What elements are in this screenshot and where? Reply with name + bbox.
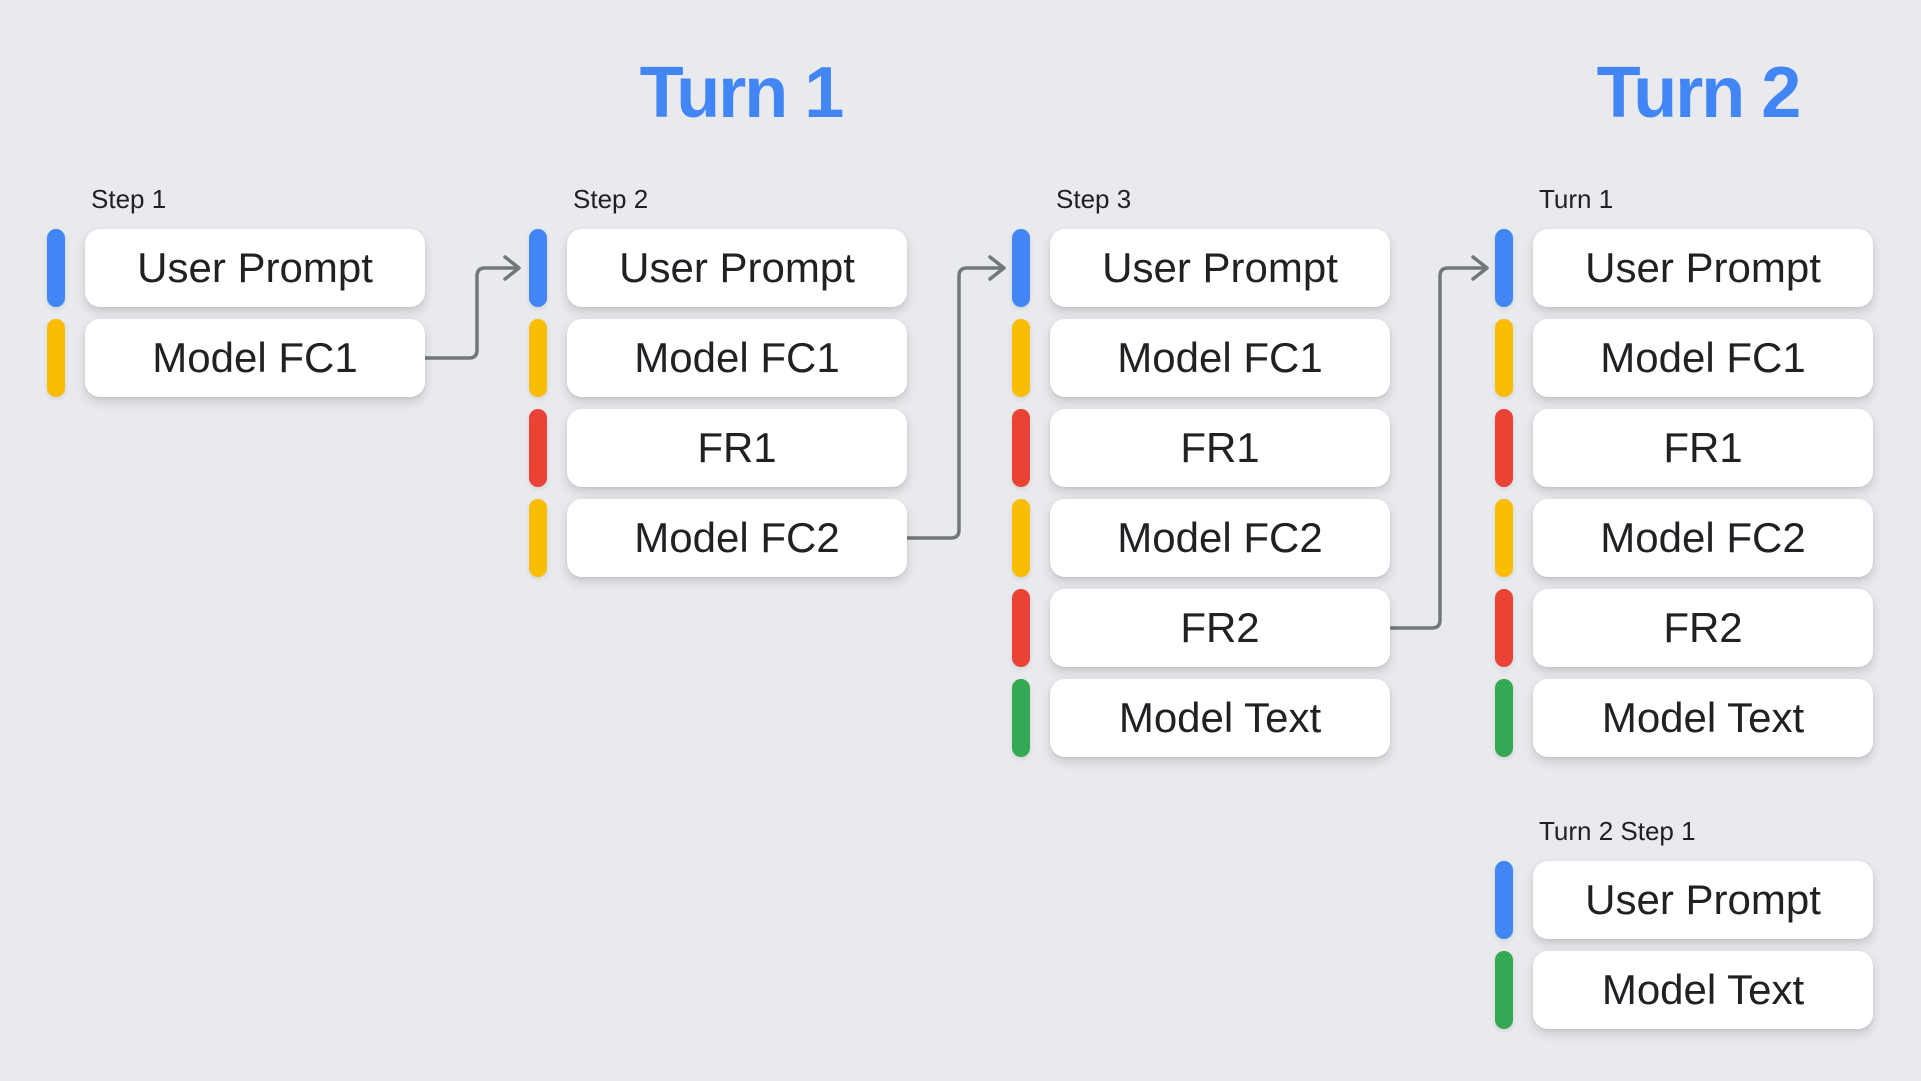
message-row: Model Text [1495, 679, 1873, 757]
message-row: User Prompt [1012, 229, 1390, 307]
user-prompt-color-bar [529, 229, 547, 307]
user-prompt-color-bar [1495, 229, 1513, 307]
message-row: Model FC1 [47, 319, 425, 397]
fr1-card: FR1 [567, 409, 907, 487]
column-label: Turn 1 [1539, 184, 1614, 214]
model-text-color-bar [1495, 679, 1513, 757]
arrow-step2-model-fc2-to-step3 [905, 255, 1006, 540]
model-text-card: Model Text [1050, 679, 1390, 757]
message-row: User Prompt [529, 229, 907, 307]
column-label: Turn 2 Step 1 [1539, 816, 1696, 846]
user-prompt-card: User Prompt [85, 229, 425, 307]
fr1-card: FR1 [1533, 409, 1873, 487]
message-row: Model FC2 [1495, 499, 1873, 577]
message-row: FR1 [1495, 409, 1873, 487]
message-row: FR2 [1012, 589, 1390, 667]
function-response-color-bar [1012, 409, 1030, 487]
user-prompt-card: User Prompt [1533, 229, 1873, 307]
arrow-line [1388, 266, 1487, 630]
arrow-line [905, 266, 1004, 540]
model-fc-color-bar [1495, 319, 1513, 397]
function-response-color-bar [529, 409, 547, 487]
model-fc-color-bar [1012, 499, 1030, 577]
fr2-card: FR2 [1533, 589, 1873, 667]
turn-1-title: Turn 1 [639, 53, 845, 133]
model-fc-color-bar [1495, 499, 1513, 577]
message-row: User Prompt [1495, 861, 1873, 939]
column-rows: User Prompt Model FC1 FR1 Model FC2 FR2 … [1495, 229, 1873, 757]
column-rows: User Prompt Model FC1 FR1 Model FC2 [529, 229, 907, 577]
fr1-card: FR1 [1050, 409, 1390, 487]
message-row: User Prompt [47, 229, 425, 307]
function-response-color-bar [1012, 589, 1030, 667]
column-rows: User Prompt Model FC1 FR1 Model FC2 FR2 … [1012, 229, 1390, 757]
model-fc-color-bar [529, 319, 547, 397]
model-fc2-card: Model FC2 [567, 499, 907, 577]
model-text-card: Model Text [1533, 951, 1873, 1029]
column-label: Step 1 [91, 184, 167, 214]
user-prompt-card: User Prompt [1050, 229, 1390, 307]
model-fc1-card: Model FC1 [1533, 319, 1873, 397]
message-row: Model FC1 [1495, 319, 1873, 397]
model-fc-color-bar [529, 499, 547, 577]
function-response-color-bar [1495, 589, 1513, 667]
model-fc1-card: Model FC1 [85, 319, 425, 397]
fr2-card: FR2 [1050, 589, 1390, 667]
message-row: FR2 [1495, 589, 1873, 667]
column-rows: User Prompt Model Text [1495, 861, 1873, 1029]
column-label: Step 2 [573, 184, 649, 214]
message-row: Model FC2 [1012, 499, 1390, 577]
user-prompt-card: User Prompt [1533, 861, 1873, 939]
arrow-head-icon [1471, 255, 1489, 281]
model-fc-color-bar [47, 319, 65, 397]
message-row: Model Text [1012, 679, 1390, 757]
arrow-head-icon [988, 255, 1006, 281]
model-fc2-card: Model FC2 [1533, 499, 1873, 577]
arrow-line [423, 266, 519, 360]
column-label: Step 3 [1056, 184, 1132, 214]
turn-2-title: Turn 2 [1596, 53, 1802, 133]
message-row: User Prompt [1495, 229, 1873, 307]
user-prompt-card: User Prompt [567, 229, 907, 307]
column-rows: User Prompt Model FC1 [47, 229, 425, 397]
user-prompt-color-bar [1495, 861, 1513, 939]
message-row: Model FC1 [1012, 319, 1390, 397]
message-row: Model FC2 [529, 499, 907, 577]
model-text-color-bar [1495, 951, 1513, 1029]
model-fc-color-bar [1012, 319, 1030, 397]
function-response-color-bar [1495, 409, 1513, 487]
user-prompt-color-bar [47, 229, 65, 307]
arrow-step1-model-fc1-to-step2 [423, 255, 521, 360]
message-row: FR1 [529, 409, 907, 487]
arrow-step3-fr2-to-turn2 [1388, 255, 1489, 630]
model-fc1-card: Model FC1 [1050, 319, 1390, 397]
arrow-head-icon [503, 255, 521, 281]
message-row: Model FC1 [529, 319, 907, 397]
model-fc2-card: Model FC2 [1050, 499, 1390, 577]
model-text-color-bar [1012, 679, 1030, 757]
message-row: FR1 [1012, 409, 1390, 487]
user-prompt-color-bar [1012, 229, 1030, 307]
message-row: Model Text [1495, 951, 1873, 1029]
model-fc1-card: Model FC1 [567, 319, 907, 397]
model-text-card: Model Text [1533, 679, 1873, 757]
